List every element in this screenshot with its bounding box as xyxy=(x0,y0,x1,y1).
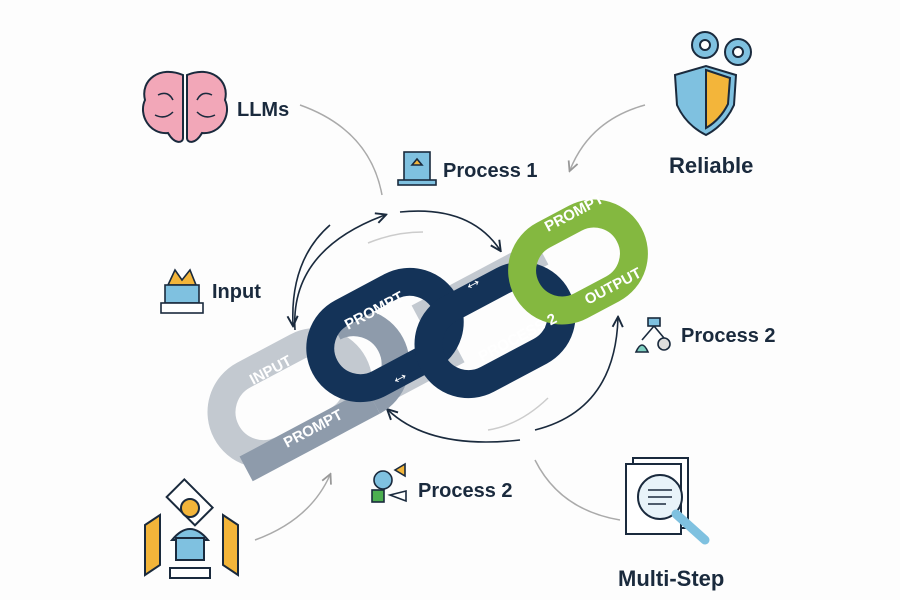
person-workstation-icon xyxy=(144,477,239,579)
flow-curve-inner-bottom xyxy=(487,397,549,431)
flow-curve-llms xyxy=(299,104,383,196)
cycle-arrow-bottom-left xyxy=(388,410,521,443)
label-process-1: Process 1 xyxy=(443,160,538,182)
flow-curve-reliable xyxy=(570,104,646,170)
flow-curve-multistep xyxy=(534,459,621,521)
cycle-arrow-top-right xyxy=(399,210,500,250)
brain-icon xyxy=(142,70,228,143)
shield-gears-icon xyxy=(673,31,752,137)
cycle-arrow-top-left xyxy=(293,215,385,331)
magnifier-document-icon xyxy=(625,457,710,545)
label-process-2-bottom: Process 2 xyxy=(418,480,513,502)
cycle-arrow-bottom-right xyxy=(534,318,618,431)
label-reliable: Reliable xyxy=(669,153,754,178)
flow-curve-person xyxy=(254,475,330,541)
input-icon xyxy=(160,268,204,314)
workflow-icon xyxy=(371,462,407,503)
flow-curve-inner-top xyxy=(367,231,424,244)
cycle-arrow-top-left-head xyxy=(293,224,331,325)
label-llms: LLMs xyxy=(237,99,290,121)
network-icon xyxy=(634,317,671,353)
chain-link-output xyxy=(508,199,648,325)
label-multi-step: Multi-Step xyxy=(618,566,725,591)
document-icon xyxy=(397,151,437,186)
chain: INPUT PROMPT PROMPT PROCESS 2 PROMPT OUT… xyxy=(207,190,648,482)
label-process-2-right: Process 2 xyxy=(681,325,776,347)
label-input: Input xyxy=(212,281,261,303)
